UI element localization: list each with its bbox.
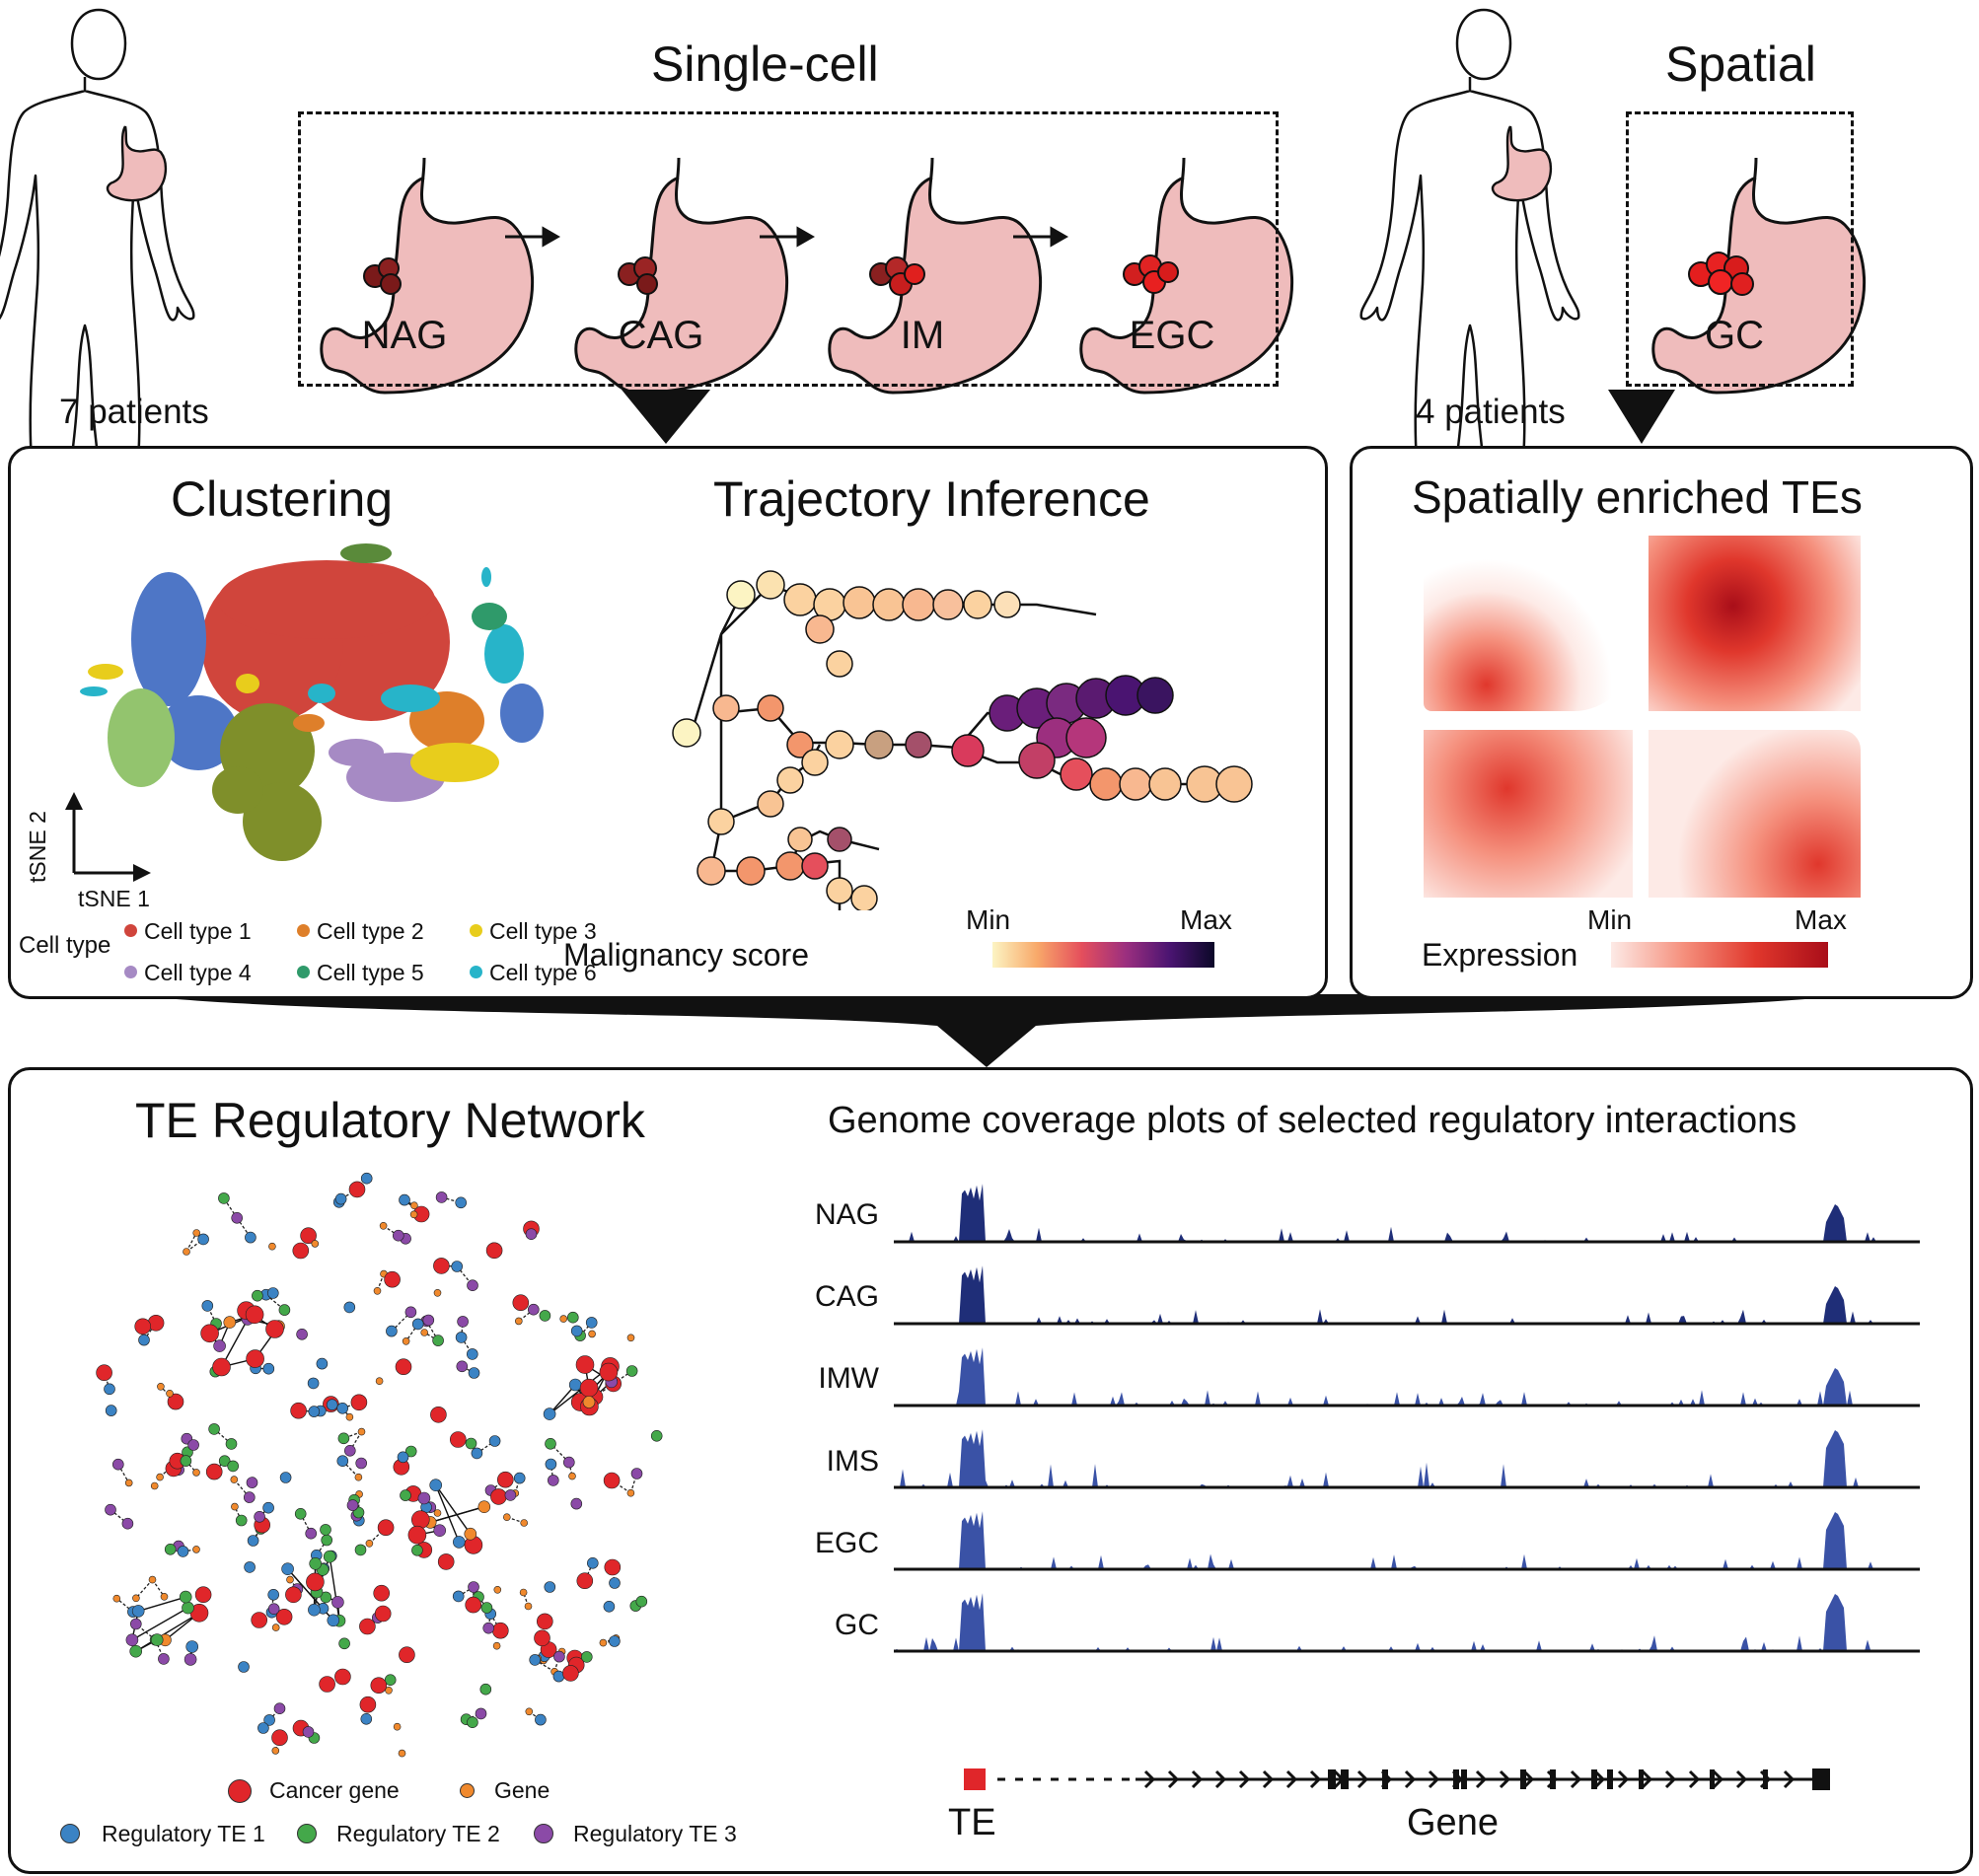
malignancy-min-label: Min: [966, 904, 1011, 935]
stage-label-gc: GC: [1705, 314, 1764, 357]
legend-dot-icon: [124, 924, 137, 937]
tsne-y-label: tSNE 2: [25, 811, 50, 883]
regulatory-network-graph: [96, 1172, 663, 1758]
coverage-track: [894, 1593, 1920, 1653]
network-title: TE Regulatory Network: [135, 1093, 645, 1148]
coverage-track: [894, 1429, 1920, 1489]
legend-dot-icon: [228, 1779, 252, 1803]
gene-label: Gene: [1407, 1802, 1499, 1843]
stage-label-cag: CAG: [618, 314, 704, 357]
celltype-legend-3: Cell type 3: [489, 918, 597, 944]
coverage-track: [894, 1511, 1920, 1571]
celltype-legend-5: Cell type 5: [317, 960, 424, 985]
track-label-egc: EGC: [814, 1527, 879, 1559]
tsne-plot: [80, 543, 544, 861]
track-label-ims: IMS: [826, 1445, 879, 1478]
network-panel: TE Regulatory Network Genome coverage pl…: [8, 1067, 1973, 1874]
gene-model: [964, 1768, 1830, 1790]
te-label: TE: [948, 1802, 996, 1843]
legend-regulatory-te-3: Regulatory TE 3: [573, 1821, 737, 1846]
spatial-te-title: Spatially enriched TEs: [1412, 471, 1863, 523]
spatial-map-2: [1649, 536, 1861, 711]
expression-colorbar: [1611, 942, 1828, 968]
legend-dot-icon: [460, 1783, 475, 1798]
stage-label-nag: NAG: [361, 314, 448, 357]
track-label-gc: GC: [835, 1609, 879, 1641]
clustering-title: Clustering: [171, 471, 394, 527]
spatial-title: Spatial: [1665, 36, 1816, 92]
malignancy-colorbar: [992, 942, 1214, 968]
legend-dot-icon: [60, 1824, 80, 1843]
coverage-title: Genome coverage plots of selected regula…: [828, 1100, 1797, 1141]
track-label-nag: NAG: [814, 1198, 879, 1231]
track-label-imw: IMW: [818, 1362, 879, 1395]
legend-regulatory-te-2: Regulatory TE 2: [336, 1821, 500, 1846]
celltype-legend-1: Cell type 1: [144, 918, 252, 944]
legend-gene: Gene: [494, 1777, 550, 1803]
stomach-cag-icon: [574, 156, 789, 395]
legend-dot-icon: [470, 966, 482, 978]
legend-dot-icon: [297, 924, 310, 937]
coverage-track: [894, 1184, 1920, 1244]
trajectory-title: Trajectory Inference: [713, 471, 1150, 527]
stomach-egc-icon: [1079, 156, 1294, 395]
coverage-track: [894, 1347, 1920, 1407]
celltype-legend: Cell type 1 Cell type 2 Cell type 3 Cell…: [124, 914, 677, 993]
stomach-gc-icon: [1651, 156, 1867, 395]
stomach-nag-icon: [320, 156, 535, 395]
coverage-track: [894, 1265, 1920, 1326]
stage-label-im: IM: [900, 314, 945, 357]
expression-label: Expression: [1422, 937, 1578, 973]
legend-dot-icon: [534, 1824, 553, 1843]
spatial-map-4: [1649, 730, 1861, 898]
singlecell-stage-box: [298, 111, 1279, 387]
spatial-map-1: [1424, 536, 1633, 711]
expression-min-label: Min: [1587, 904, 1633, 935]
malignancy-label: Malignancy score: [563, 937, 809, 973]
tsne-axis-arrows: [65, 792, 151, 882]
malignancy-max-label: Max: [1180, 904, 1232, 935]
stage-label-egc: EGC: [1129, 314, 1215, 357]
celltype-legend-4: Cell type 4: [144, 960, 252, 985]
patients-right-label: 4 patients: [1416, 393, 1566, 431]
merge-connector: [128, 994, 1857, 1067]
celltype-legend-2: Cell type 2: [317, 918, 424, 944]
coverage-tracks: [894, 1184, 1920, 1653]
stomach-im-icon: [828, 156, 1043, 395]
singlecell-title: Single-cell: [651, 36, 879, 92]
legend-regulatory-te-1: Regulatory TE 1: [102, 1821, 265, 1846]
node-legend: Cancer gene Gene: [208, 1775, 761, 1854]
expression-max-label: Max: [1795, 904, 1847, 935]
legend-cancer-gene: Cancer gene: [269, 1777, 400, 1803]
trajectory-tree: [672, 570, 1253, 910]
celltype-legend-title: Cell type: [19, 932, 111, 959]
analysis-panel: Clustering Trajectory Inference tSNE: [8, 446, 1328, 999]
down-arrow-icon: [1608, 390, 1675, 444]
celltype-legend-6: Cell type 6: [489, 960, 597, 985]
down-arrow-icon: [622, 390, 710, 444]
spatial-map-3: [1424, 730, 1633, 898]
patients-left-label: 7 patients: [59, 393, 209, 431]
progression-arrows: [505, 226, 1069, 248]
track-label-cag: CAG: [814, 1280, 879, 1313]
tsne-x-label: tSNE 1: [78, 886, 150, 911]
spatial-panel: Spatially enriched TEs Expression Min Ma…: [1350, 446, 1973, 999]
spatial-stage-box: [1626, 111, 1854, 387]
legend-dot-icon: [297, 1824, 317, 1843]
legend-dot-icon: [124, 966, 137, 978]
node-legend-te: Regulatory TE 1 Regulatory TE 2 Regulato…: [40, 1820, 790, 1859]
legend-dot-icon: [470, 924, 482, 937]
legend-dot-icon: [297, 966, 310, 978]
te-box-icon: [964, 1768, 986, 1790]
